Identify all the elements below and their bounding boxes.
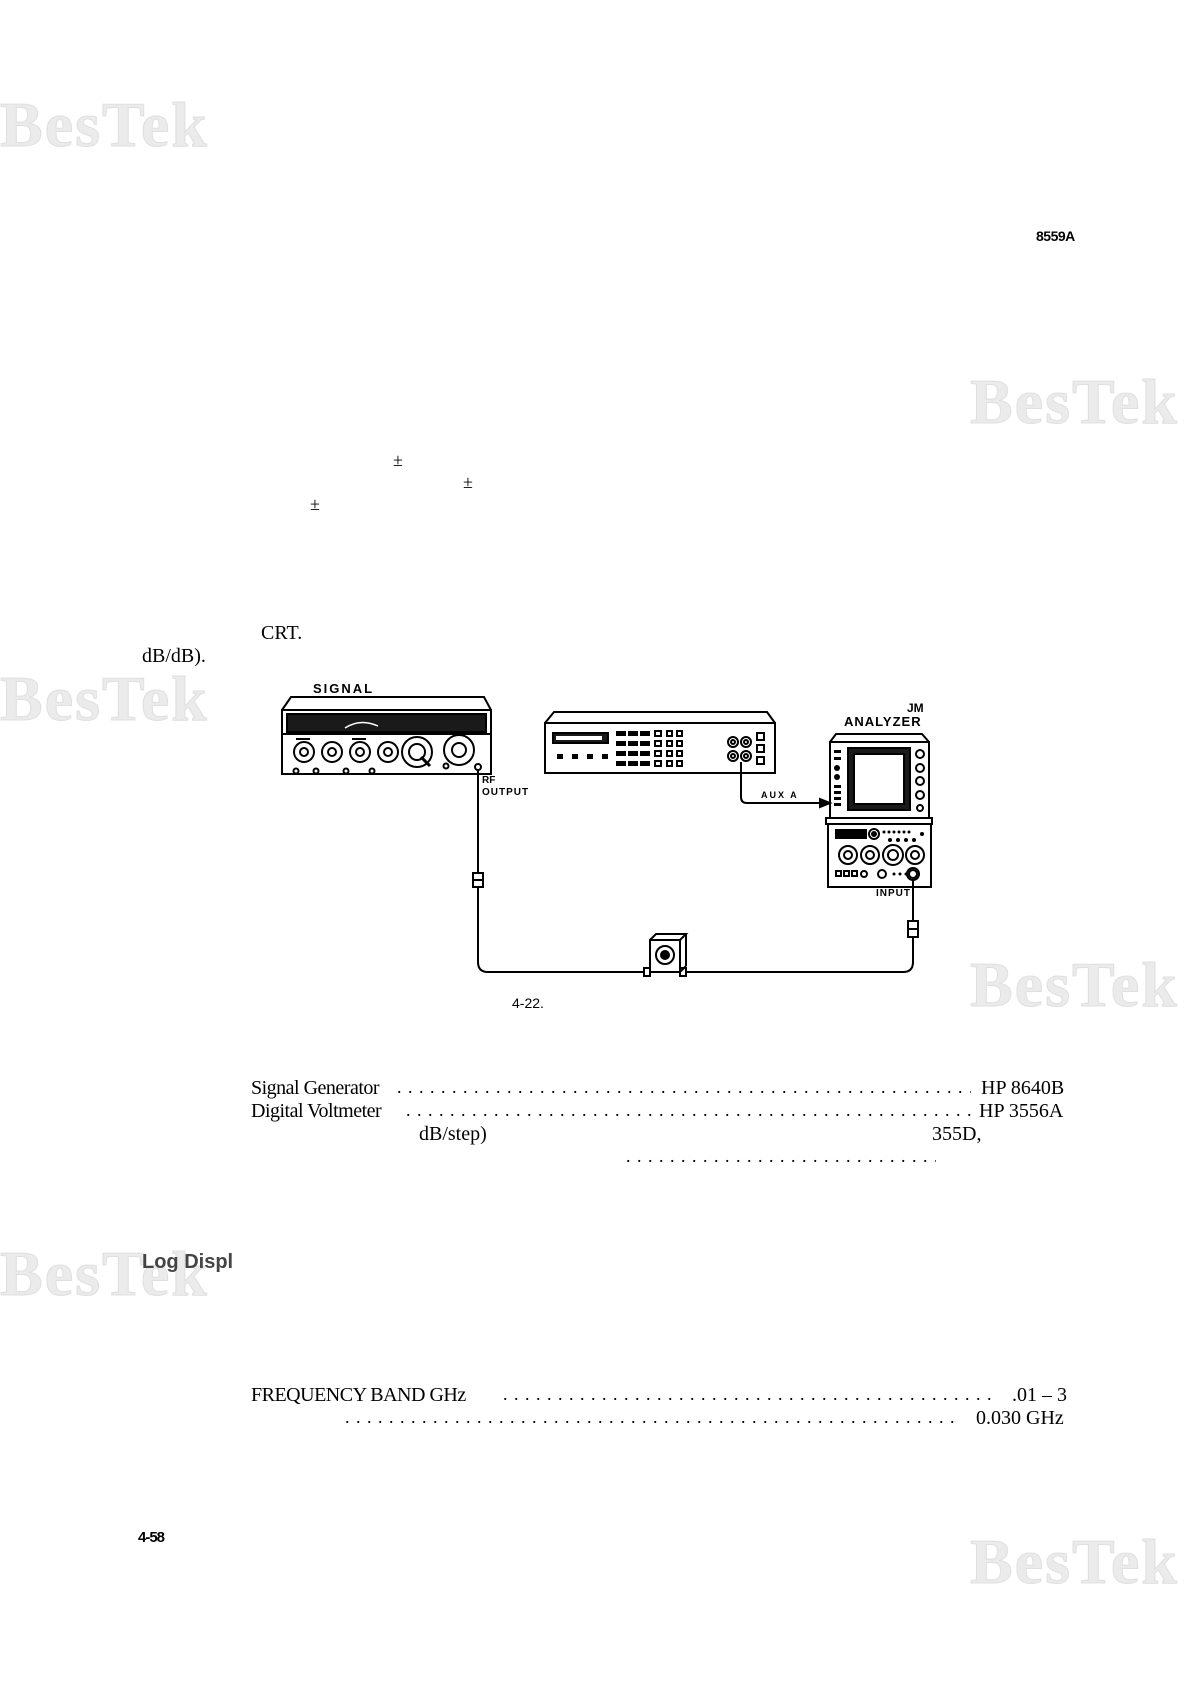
plus-minus-symbol: ± bbox=[393, 450, 403, 470]
section-heading: Log Displ bbox=[142, 1251, 234, 1273]
input-label: INPUT bbox=[876, 888, 911, 899]
watermark: BesTek bbox=[970, 949, 1179, 1021]
aux-a-label: AUX A bbox=[761, 790, 799, 800]
setting-name: FREQUENCY BAND GHz bbox=[251, 1384, 466, 1406]
setting-value: .01 – 3 bbox=[1012, 1384, 1067, 1406]
plus-minus-symbol: ± bbox=[310, 494, 320, 514]
rf-output-label-line1: RF bbox=[482, 775, 495, 786]
equipment-model: HP 3556A bbox=[979, 1100, 1064, 1122]
page-number: 4-58 bbox=[138, 1529, 165, 1546]
equipment-name: Digital Voltmeter bbox=[251, 1100, 382, 1122]
figure-caption: 4-22. bbox=[512, 995, 544, 1011]
cables bbox=[472, 762, 919, 973]
db-per-db-text: dB/dB). bbox=[142, 645, 206, 667]
signal-generator-drawing bbox=[281, 696, 492, 775]
equipment-name: Signal Generator bbox=[251, 1077, 380, 1099]
setting-value: 0.030 GHz bbox=[976, 1407, 1064, 1429]
dot-leader: ........................................… bbox=[397, 1077, 971, 1097]
analyzer-label-line2: ANALYZER bbox=[844, 714, 922, 729]
watermark: BesTek bbox=[0, 1238, 209, 1310]
watermark: BesTek bbox=[970, 1526, 1179, 1598]
equipment-model: HP 8640B bbox=[981, 1077, 1065, 1099]
rf-output-label-line2: OUTPUT bbox=[482, 787, 529, 798]
crt-text: CRT. bbox=[261, 622, 303, 644]
dot-leader: ........................................… bbox=[406, 1100, 971, 1120]
digital-voltmeter-drawing bbox=[544, 711, 776, 774]
watermark: BesTek bbox=[0, 89, 209, 161]
watermark: BesTek bbox=[970, 366, 1179, 438]
dot-leader: ........................................… bbox=[345, 1407, 961, 1427]
attenuator-spec-left: dB/step) bbox=[419, 1123, 487, 1145]
analyzer-label-line1: JM bbox=[907, 701, 924, 715]
spectrum-analyzer-drawing bbox=[825, 733, 933, 888]
plus-minus-symbol: ± bbox=[463, 472, 473, 492]
dot-leader: ........................................… bbox=[626, 1146, 936, 1166]
dot-leader: ........................................… bbox=[503, 1384, 999, 1404]
model-number: 8559A bbox=[1036, 228, 1075, 244]
step-attenuator-drawing bbox=[643, 933, 689, 977]
attenuator-spec-right: 355D, bbox=[932, 1123, 982, 1145]
watermark: BesTek bbox=[0, 663, 209, 735]
signal-label: SIGNAL bbox=[313, 681, 374, 696]
